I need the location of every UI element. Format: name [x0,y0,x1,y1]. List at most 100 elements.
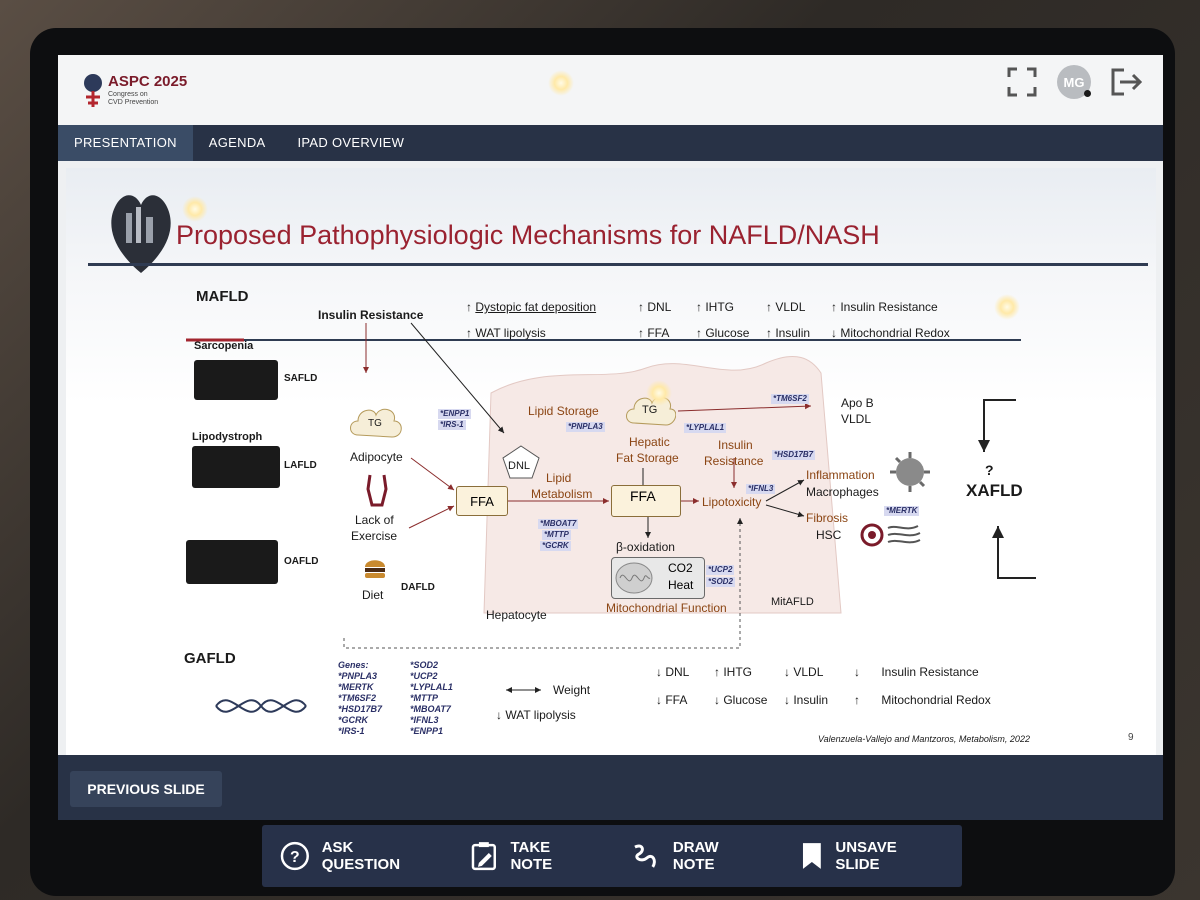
vldl-label: VLDL [841,412,872,426]
top-row2-item: ↓ Mitochondrial Redox [831,326,950,340]
bottom-row2-item: ↑ Mitochondrial Redox [854,693,991,707]
header-actions: MG [1005,65,1143,99]
dafld-label: DAFLD [401,582,435,593]
ffa-box: FFA [456,486,508,516]
previous-slide-button[interactable]: PREVIOUS SLIDE [70,771,222,807]
hepatocyte-label: Hepatocyte [486,608,547,622]
light-glare [646,380,672,406]
lafld-label: LAFLD [284,460,317,471]
gene-tag: *IRS-1 [438,420,466,430]
lipodystroph-label: Lipodystroph [192,431,263,443]
squiggle-icon [634,844,656,868]
sarcopenia-label: Sarcopenia [194,340,254,352]
gafld-label: GAFLD [184,650,236,667]
adipocyte-tg-label: TG [368,418,382,429]
mri-scan-image [194,360,278,400]
slide-toolbar: ? ASK QUESTION TAKE NOTE DRAW NOTE UNSAV… [262,825,962,887]
mitochondrial-function-label: Mitochondrial Function [606,601,727,615]
hepatic-tg-label: TG [642,404,658,416]
insulin-resistance-label: Insulin Resistance [318,308,424,322]
waist-icon [366,474,388,507]
gene-tag: *MBOAT7 [538,519,579,529]
macrophages-label: Macrophages [806,485,879,499]
slide-footer: PREVIOUS SLIDE [58,755,1163,820]
tg-cloud-icon [350,408,402,438]
hsc-label: HSC [816,528,842,542]
question-icon: ? [280,841,309,871]
logout-icon[interactable] [1109,65,1143,99]
hepatic-ffa-box: FFA [611,485,681,517]
inflammation-label: Inflammation [806,468,875,482]
congress-logo: ASPC 2025 Congress on CVD Prevention [80,69,187,113]
slide-viewer: Proposed Pathophysiologic Mechanisms for… [66,168,1156,758]
xafld-label: XAFLD [966,481,1023,500]
mitochondria-icon [615,562,653,594]
take-note-button[interactable]: TAKE NOTE [471,839,595,873]
metabolism-label: Metabolism [531,487,593,501]
bottom-row2-item: ↓ FFA [656,693,688,707]
lipid-label: Lipid [546,471,572,485]
draw-note-button[interactable]: DRAW NOTE [631,839,763,873]
dnl-label: DNL [508,460,531,472]
top-row2-item: ↑ WAT lipolysis [466,326,546,340]
genes-column-2: *SOD2 *UCP2 *LYPLAL1 *MTTP *MBOAT7 *IFNL… [410,660,453,736]
insulin-label: Insulin [718,438,753,452]
light-glare [994,294,1020,320]
gene-tag: *IFNL3 [746,484,776,494]
title-divider [88,263,1148,266]
main-nav: PRESENTATION AGENDA IPAD OVERVIEW [58,125,1163,161]
mitochondria-box: CO2 Heat [611,557,705,599]
ask-question-button[interactable]: ? ASK QUESTION [280,839,435,873]
bottom-row2-item: ↓ Insulin [784,693,829,707]
gene-tag: *HSD17B7 [772,450,816,460]
gene-tag: *UCP2 [706,565,735,575]
stellate-cell-icon [860,523,921,547]
svg-text:?: ? [290,849,300,866]
tab-agenda[interactable]: AGENDA [208,135,266,150]
lipid-storage-label: Lipid Storage [528,404,599,418]
gene-tag: *SOD2 [706,577,735,587]
adipocyte-label: Adipocyte [350,450,403,464]
oafld-label: OAFLD [284,556,319,567]
mafld-label: MAFLD [196,288,249,305]
heat-label: Heat [668,578,694,592]
gene-tag: *MERTK [884,506,920,516]
bottom-row1-item: ↑ IHTG [714,665,753,679]
dnl-pentagon-icon [502,445,540,479]
hepatic-label: Hepatic [629,435,670,449]
top-row1-item: ↑ VLDL [766,300,806,314]
beta-oxidation-label: β-oxidation [616,540,675,554]
macrophage-icon [890,452,930,492]
logo-subtitle: Congress on CVD Prevention [108,91,159,106]
user-avatar[interactable]: MG [1057,65,1091,99]
lipotoxicity-label: Lipotoxicity [702,495,762,509]
bottom-row1-item: ↓ VLDL [784,665,824,679]
bottom-row1-item: ↓ Insulin Resistance [854,665,979,679]
mri-scan-image [192,446,280,488]
tab-presentation[interactable]: PRESENTATION [58,125,193,161]
burger-icon [365,560,385,578]
clipboard-edit-icon [471,842,496,871]
top-row1-item: ↑ Insulin Resistance [831,300,938,314]
diet-label: Diet [362,588,384,602]
gene-tag: *GCRK [540,541,571,551]
gene-tag: *TM6SF2 [771,394,809,404]
wat-lipolysis-label: ↓ WAT lipolysis [496,708,576,722]
lobster-logo-icon [84,74,102,107]
gene-tag: *PNPLA3 [566,422,605,432]
unsave-slide-button[interactable]: UNSAVE SLIDE [800,839,944,873]
fat-storage-label: Fat Storage [616,451,679,465]
heart-skyline-icon [111,195,171,273]
gene-tag: *ENPP1 [438,409,472,419]
top-row2-item: ↑ FFA [638,326,670,340]
light-glare [182,196,208,222]
apob-label: Apo B [841,396,874,410]
fullscreen-icon[interactable] [1005,65,1039,99]
bottom-row1-item: ↓ DNL [656,665,690,679]
safld-label: SAFLD [284,373,318,384]
app-header: ASPC 2025 Congress on CVD Prevention MG [58,55,1163,125]
diagram-connectors [186,322,1036,713]
tab-ipad-overview[interactable]: IPAD OVERVIEW [297,135,405,150]
bottom-row2-item: ↓ Glucose [714,693,768,707]
mitafld-label: MitAFLD [771,596,814,608]
